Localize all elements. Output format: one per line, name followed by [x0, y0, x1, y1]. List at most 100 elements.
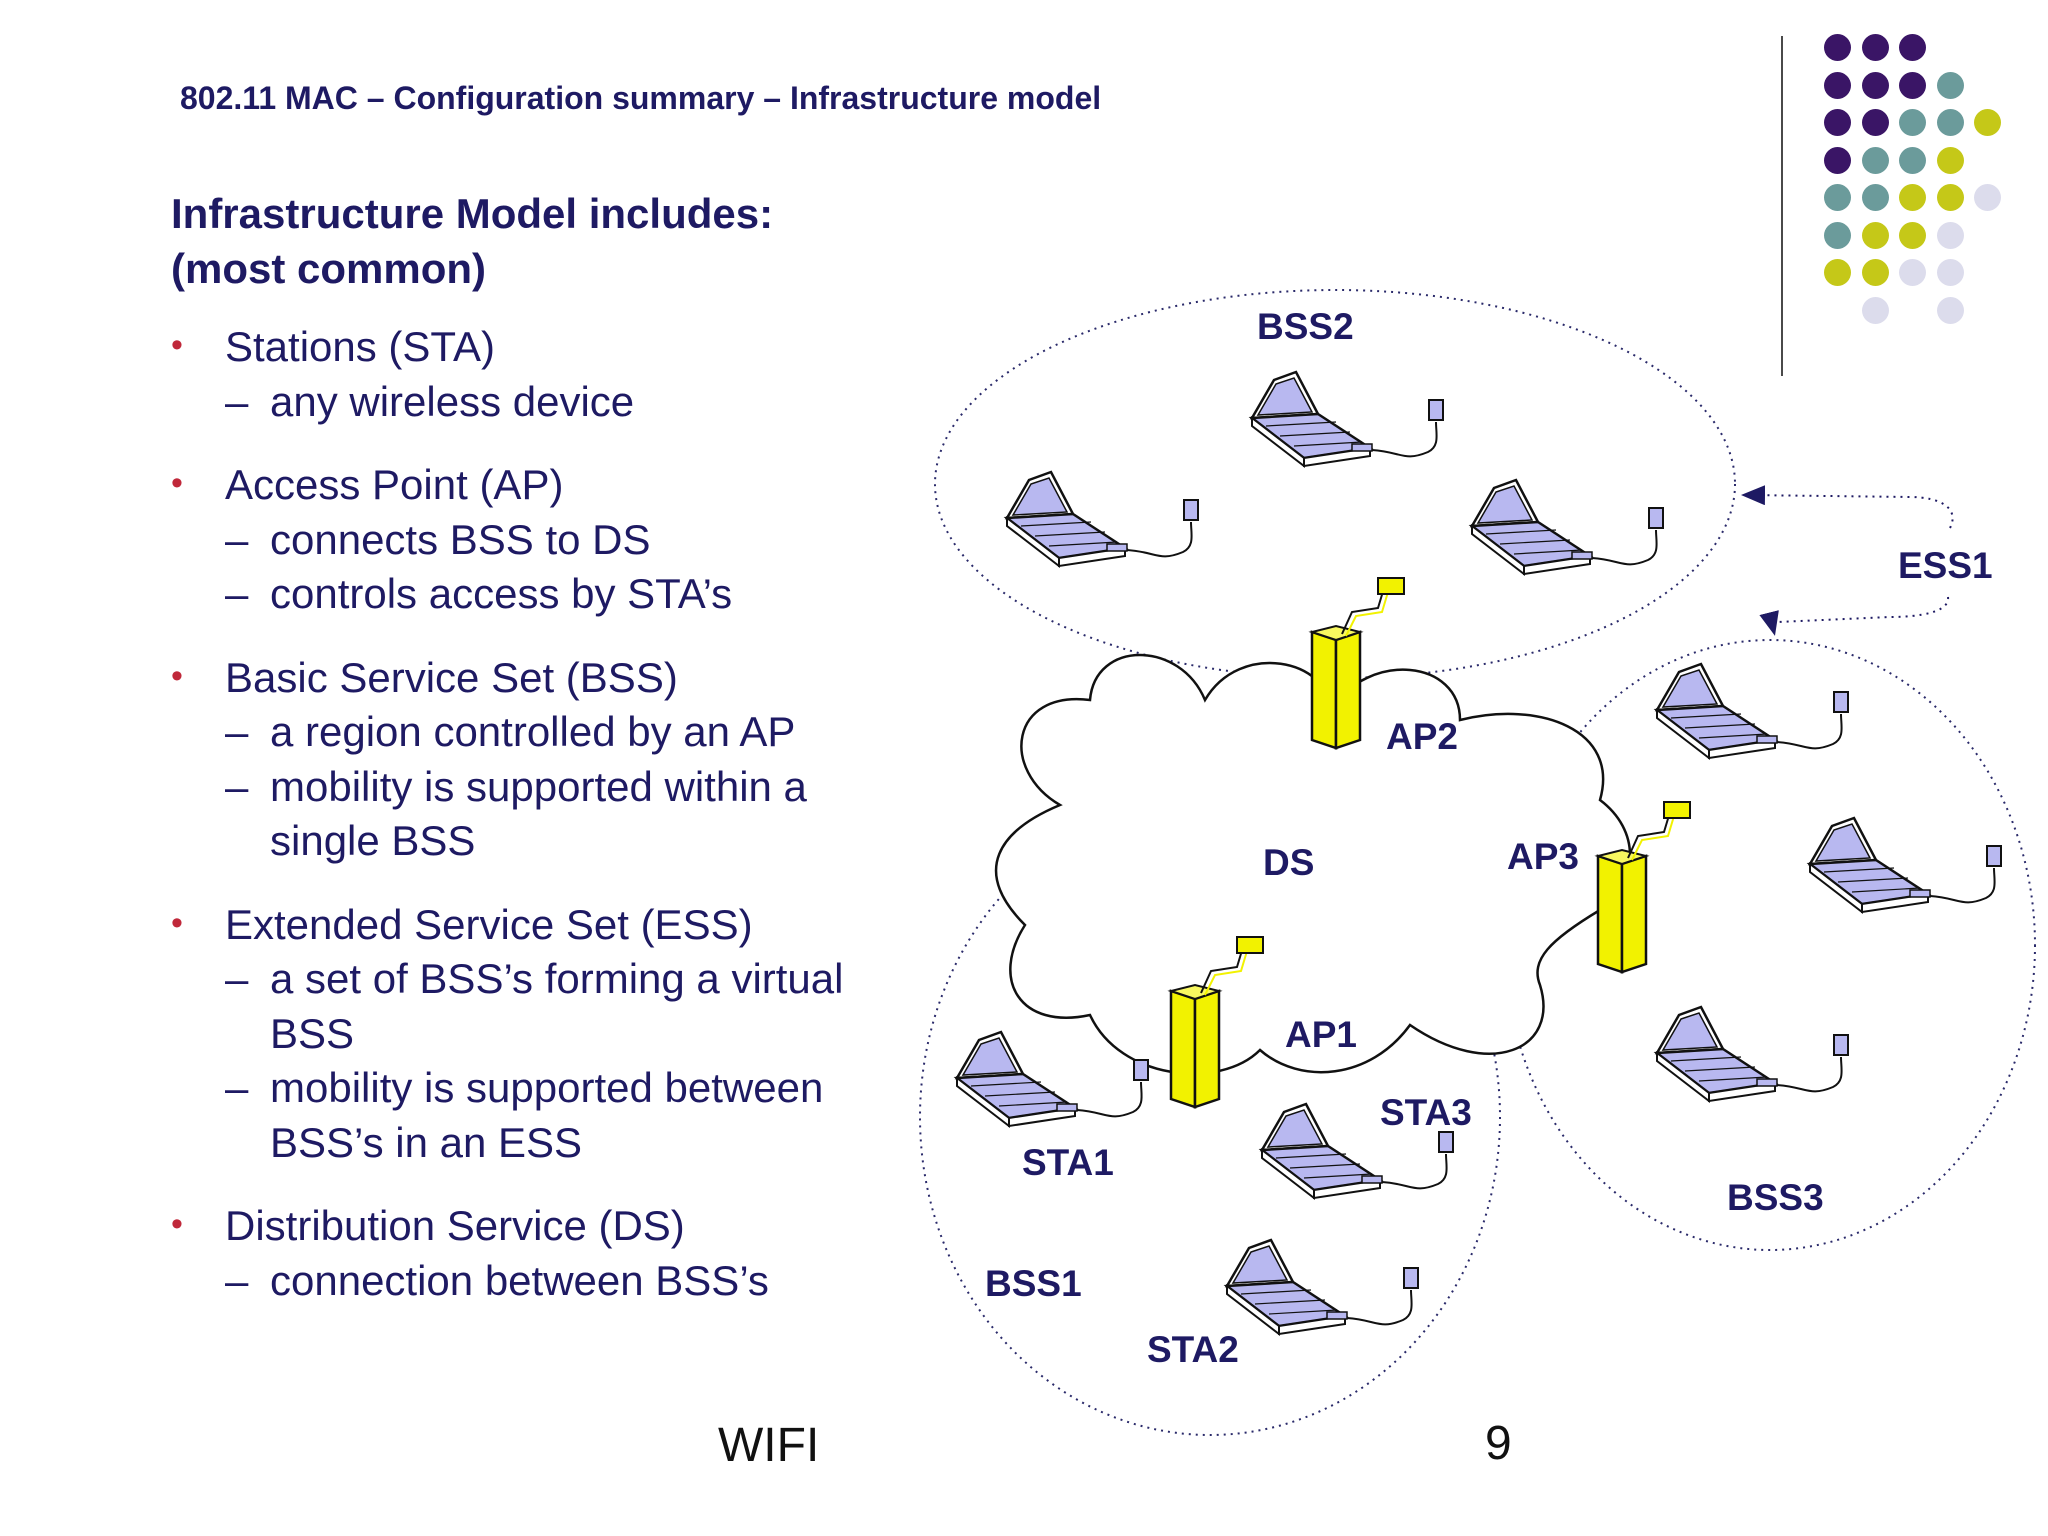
bullet-label: Distribution Service (DS)	[225, 1202, 685, 1249]
decorative-dot	[1824, 34, 1851, 61]
bullet-item-ess: • Extended Service Set (ESS) –a set of B…	[171, 898, 911, 1171]
laptop-icon	[1225, 1238, 1420, 1336]
bullet-marker: •	[171, 656, 183, 695]
diagram-labels: BSS2 ESS1 AP2 DS AP3 AP1 STA3 STA1 BSS3 …	[985, 306, 1993, 1370]
decorative-dot	[1936, 146, 1964, 174]
label-ess1: ESS1	[1898, 545, 1993, 586]
label-sta1: STA1	[1022, 1142, 1114, 1183]
decorative-dot	[1899, 259, 1926, 286]
laptop-icon	[1808, 816, 2003, 914]
label-ds: DS	[1263, 842, 1314, 883]
bullet-item-stations: • Stations (STA) –any wireless device	[171, 320, 911, 429]
sub-item-text: a region controlled by an AP	[270, 708, 796, 755]
label-ap1: AP1	[1285, 1014, 1357, 1055]
ess1-arrow-to-bss3	[1759, 596, 1950, 636]
bullet-item-access-point: • Access Point (AP) –connects BSS to DS …	[171, 458, 911, 622]
decorative-dot	[1824, 221, 1851, 249]
bullet-item-bss: • Basic Service Set (BSS) –a region cont…	[171, 651, 911, 869]
label-bss1: BSS1	[985, 1263, 1082, 1304]
decorative-dot	[1824, 259, 1851, 286]
label-ap3: AP3	[1507, 836, 1579, 877]
decorative-dot	[1861, 221, 1889, 249]
sub-item-text: mobility is supported within a	[270, 762, 807, 810]
decorative-dot	[1899, 221, 1926, 249]
laptop-icon	[1005, 470, 1200, 568]
label-bss3: BSS3	[1727, 1177, 1824, 1218]
decorative-dot	[1899, 146, 1926, 174]
decorative-dot	[1824, 146, 1851, 174]
laptop-icon	[1470, 478, 1665, 576]
bss2-region	[934, 289, 1736, 679]
decorative-dot	[1861, 259, 1889, 286]
label-sta3: STA3	[1380, 1092, 1472, 1133]
decorative-dot	[1861, 109, 1889, 136]
sub-item-text: BSS	[270, 1009, 355, 1057]
sub-item-text: BSS’s in an ESS	[270, 1118, 583, 1166]
sub-item: –mobility is supported within a	[225, 762, 807, 810]
decorative-dot	[1824, 109, 1851, 136]
decorative-dot	[1861, 184, 1889, 211]
decorative-dot	[1824, 184, 1851, 211]
sub-item: –connection between BSS’s	[225, 1256, 769, 1304]
bullet-item-ds: • Distribution Service (DS) –connection …	[171, 1199, 911, 1308]
sub-item-text: controls access by STA’s	[270, 570, 733, 617]
sub-item-text: any wireless device	[270, 377, 635, 425]
sub-item-text: connects BSS to DS	[270, 515, 651, 563]
decorative-dot	[1861, 34, 1889, 61]
heading-line-2: (most common)	[171, 245, 486, 292]
sub-item: –a set of BSS’s forming a virtual	[225, 955, 844, 1002]
heading-line-1: Infrastructure Model includes:	[171, 190, 774, 237]
decorative-dot	[1899, 71, 1926, 99]
sub-item-continuation: BSS’s in an ESS	[225, 1116, 911, 1171]
slide-header-title: 802.11 MAC – Configuration summary – Inf…	[180, 80, 1102, 116]
bullet-marker: •	[171, 326, 183, 364]
decorative-dot	[1861, 71, 1889, 99]
bullet-marker: •	[171, 1205, 183, 1243]
sub-item-text: mobility is supported between	[270, 1064, 824, 1111]
laptop-icon	[1655, 662, 1850, 760]
bullet-marker: •	[171, 464, 183, 502]
decorative-dot	[1936, 296, 1964, 324]
sub-item: –any wireless device	[225, 377, 635, 425]
decorative-dot	[1899, 34, 1926, 61]
ess1-arrow-to-bss2	[1741, 485, 1954, 529]
decorative-dot	[1899, 109, 1926, 136]
bullet-label: Stations (STA)	[225, 323, 495, 370]
label-sta2: STA2	[1147, 1329, 1239, 1370]
bullet-label: Access Point (AP)	[225, 461, 564, 508]
header-divider	[1781, 36, 1783, 376]
sub-item: –a region controlled by an AP	[225, 708, 796, 755]
content-heading: Infrastructure Model includes: (most com…	[171, 186, 773, 296]
bullet-label: Basic Service Set (BSS)	[225, 653, 678, 701]
decorative-dot	[1824, 71, 1851, 99]
sub-item-text: single BSS	[270, 817, 476, 864]
decorative-dot	[1861, 296, 1889, 324]
decorative-dot	[1974, 109, 2001, 136]
sub-item: –controls access by STA’s	[225, 570, 733, 617]
laptop-icon	[1655, 1005, 1850, 1103]
sub-item-text: connection between BSS’s	[270, 1256, 769, 1304]
label-ap2: AP2	[1386, 716, 1458, 757]
sub-item-continuation: BSS	[225, 1007, 911, 1062]
decorative-dot	[1899, 184, 1926, 211]
laptop-icon	[1250, 370, 1445, 468]
bullet-label: Extended Service Set (ESS)	[225, 900, 753, 948]
decorative-dot	[1936, 259, 1964, 286]
bss3-region	[1504, 639, 2036, 1251]
bss1-region	[919, 798, 1501, 1436]
bullet-list: • Stations (STA) –any wireless device • …	[171, 320, 911, 1308]
sub-item: –connects BSS to DS	[225, 515, 651, 563]
decorative-dot	[1936, 71, 1964, 99]
decorative-dot	[1936, 109, 1964, 136]
ess1-arrows	[1741, 485, 1954, 636]
sub-item-text: a set of BSS’s forming a virtual	[270, 955, 844, 1002]
bullet-marker: •	[171, 903, 183, 942]
decorative-dot	[1974, 184, 2001, 211]
decorative-dot	[1936, 184, 1964, 211]
sub-item-continuation: single BSS	[225, 814, 911, 869]
decorative-dot	[1861, 146, 1889, 174]
footer-label: WIFI	[718, 1419, 820, 1472]
page-number: 9	[1485, 1417, 1512, 1470]
